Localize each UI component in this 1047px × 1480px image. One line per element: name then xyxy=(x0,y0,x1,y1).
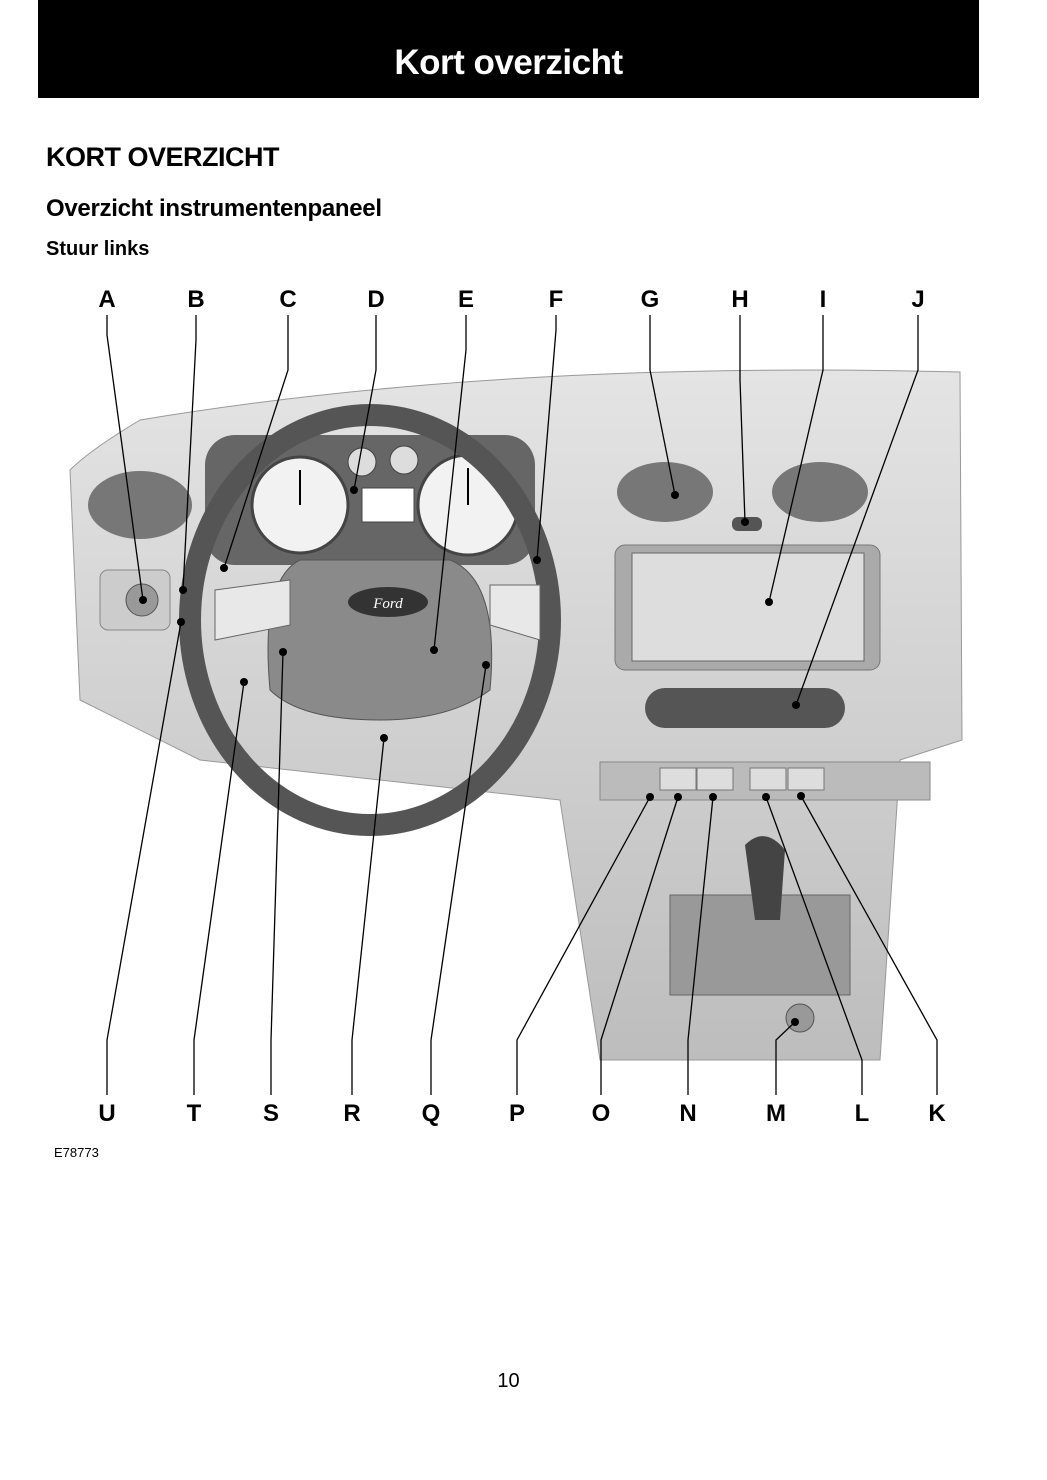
steering-wheel xyxy=(179,404,561,836)
climate-control xyxy=(645,688,845,728)
callout-label-t: T xyxy=(187,1100,202,1127)
callout-label-h: H xyxy=(731,286,748,313)
section-title: KORT OVERZICHT xyxy=(46,142,280,172)
callout-label-i: I xyxy=(820,286,827,313)
callout-label-s: S xyxy=(263,1100,279,1127)
page-header-banner: Kort overzicht xyxy=(38,0,979,98)
callout-label-m: M xyxy=(766,1100,786,1127)
left-air-vent xyxy=(88,471,192,539)
header-title: Kort overzicht xyxy=(394,43,623,82)
callout-label-r: R xyxy=(343,1100,360,1127)
callout-label-j: J xyxy=(911,286,924,313)
callout-dots xyxy=(139,486,805,1026)
callout-label-c: C xyxy=(279,286,296,313)
ford-logo xyxy=(348,587,428,617)
callout-lines xyxy=(106,315,938,1095)
callout-label-o: O xyxy=(592,1100,611,1127)
callout-label-q: Q xyxy=(422,1100,441,1127)
svg-text:Ford: Ford xyxy=(372,596,403,612)
callout-label-e: E xyxy=(458,286,474,313)
page-number: 10 xyxy=(497,1370,520,1392)
variant-title: Stuur links xyxy=(46,238,150,260)
gear-selector xyxy=(745,836,785,920)
callout-label-a: A xyxy=(98,286,115,313)
top-callout-labels: A B C D E F G H I J xyxy=(98,286,924,313)
bottom-callout-labels: U T S R Q P O N M L K xyxy=(98,1100,946,1127)
center-vent-right xyxy=(772,462,868,522)
callout-label-n: N xyxy=(679,1100,696,1127)
image-code: E78773 xyxy=(54,1145,99,1160)
callout-label-d: D xyxy=(367,286,384,313)
callout-label-l: L xyxy=(855,1100,870,1127)
callout-label-p: P xyxy=(509,1100,525,1127)
dashboard-illustration: Ford xyxy=(69,369,963,1061)
callout-label-g: G xyxy=(641,286,660,313)
subsection-title: Overzicht instrumentenpaneel xyxy=(46,195,382,222)
callout-label-f: F xyxy=(549,286,564,313)
callout-label-u: U xyxy=(98,1100,115,1127)
audio-unit xyxy=(631,552,865,662)
center-vent-left xyxy=(617,462,713,522)
callout-label-b: B xyxy=(187,286,204,313)
callout-label-k: K xyxy=(928,1100,946,1127)
